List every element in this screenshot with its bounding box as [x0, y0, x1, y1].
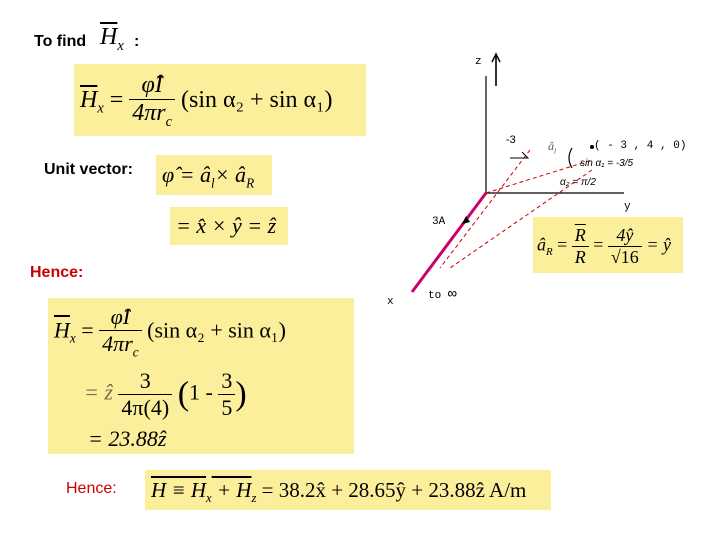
ar-num1: R	[571, 225, 589, 247]
right-angle-mark	[510, 151, 530, 159]
f2-rhs: (sin α₂ + sin α₁)	[147, 317, 286, 343]
f1-num: φ̂I	[129, 72, 176, 100]
formula-1: Hx = φ̂I 4πrc (sin α₂ + sin α₁)	[80, 72, 332, 131]
to-find-colon: :	[134, 33, 140, 50]
al-text: â	[548, 139, 554, 153]
f2-line3: = 23.88ẑ	[88, 426, 167, 451]
x-axis-label: x	[387, 296, 394, 308]
formula-box-2: Hx = φ̂I 4πrc (sin α₂ + sin α₁) = ẑ 3 4π…	[48, 298, 354, 454]
ar-lhs: â	[537, 234, 546, 255]
y-axis-label: y	[624, 201, 631, 213]
f1-eq: =	[109, 86, 124, 113]
f2-line2: = ẑ 3 4π(4) (1 - 3 5 )	[84, 368, 247, 421]
uv-expr: φ̂ = â	[162, 162, 212, 187]
final-sub-x: x	[206, 491, 212, 506]
final-rhs: = 38.2x̂ + 28.65ŷ + 23.88ẑ A/m	[256, 478, 527, 502]
current-arrow-head	[462, 216, 470, 224]
ar-num2: 4ŷ	[607, 225, 642, 247]
uv-sub2: R	[246, 175, 255, 191]
f1-den-text: 4πr	[132, 100, 166, 126]
f2-fraction: φ̂I 4πrc	[99, 304, 142, 360]
neg3-label: -3	[506, 134, 516, 146]
f2-lhs-sub: x	[69, 330, 76, 346]
final-box: H ≡ Hx + Hz = 38.2x̂ + 28.65ŷ + 23.88ẑ A…	[145, 470, 551, 510]
f2-den-text: 4πr	[102, 331, 133, 356]
final-plus: + H	[211, 478, 252, 502]
to-find-symbol: Hx	[100, 24, 124, 55]
guide-line-2	[439, 149, 531, 269]
f1-den: 4πrc	[129, 100, 175, 131]
ar-box: âR = R R = 4ŷ √16 = ŷ	[533, 217, 683, 273]
unit-vector-expr: φ̂ = âl× âR	[162, 162, 254, 191]
f2-den-sub: c	[132, 344, 139, 360]
final-sub-z: z	[251, 491, 257, 506]
f1-fraction: φ̂I 4πrc	[129, 72, 176, 131]
unit-vector-expr2: = x̂ × ŷ = ẑ	[176, 213, 277, 238]
ar-frac2: 4ŷ √16	[607, 225, 642, 268]
f1-lhs: H	[80, 86, 98, 113]
ar-expr: âR = R R = 4ŷ √16 = ŷ	[537, 225, 671, 268]
f1-rhs: (sin α₂ + sin α₁)	[181, 86, 333, 113]
ar-lhs-sub: R	[546, 246, 553, 259]
guide-line-3	[449, 169, 593, 269]
ar-den1: R	[574, 247, 586, 267]
angle-brace	[568, 147, 573, 169]
hx-sub: x	[117, 37, 124, 54]
current-line	[410, 192, 488, 293]
point-dot	[590, 145, 594, 149]
point-label: ( - 3 , 4 , 0)	[594, 140, 687, 152]
unit-vector-box: φ̂ = âl× âR	[156, 155, 272, 195]
z-arrow-head	[491, 52, 501, 63]
f1-lhs-sub: x	[97, 100, 104, 117]
uv-times: × â	[214, 162, 247, 187]
hx-symbol: H	[100, 24, 118, 50]
sin-alpha1-label: sin α₁ = -3/5	[580, 158, 634, 169]
to-infinity-label: to ∞	[428, 286, 457, 303]
hence-label-1: Hence:	[30, 264, 84, 281]
ar-rhs: = ŷ	[646, 234, 671, 255]
ar-frac1: R R	[571, 225, 589, 268]
z-axis-label: z	[475, 56, 482, 68]
f2-l2-den: 4π(4)	[121, 395, 170, 420]
current-label: 3A	[432, 216, 446, 228]
f2-l2-inner: 1 -	[189, 379, 213, 405]
f2-l2-eq: = ẑ	[84, 379, 113, 405]
final-lhs: H ≡ H	[151, 478, 207, 502]
f1-den-sub: c	[165, 113, 173, 130]
unit-vector-label: Unit vector:	[44, 161, 133, 178]
hence-label-2: Hence:	[66, 480, 117, 497]
guide-line-1	[485, 159, 593, 194]
f2-num: φ̂I	[99, 304, 142, 331]
f2-den: 4πrc	[99, 331, 141, 360]
ar-eq2: =	[593, 234, 604, 255]
f2-lhs: H	[54, 317, 70, 343]
ar-den2: √16	[610, 247, 639, 267]
f2-l2-fraction: 3 4π(4)	[118, 368, 173, 421]
uv-sub1: l	[211, 175, 215, 191]
f2-l2-rparen: )	[235, 375, 247, 413]
f2-l2-inner-den: 5	[221, 395, 233, 420]
al-label: âl	[548, 139, 556, 155]
f2-l2-inner-fraction: 3 5	[218, 368, 236, 421]
f2-l2-inner-num: 3	[218, 368, 236, 395]
f2-eq: =	[81, 317, 94, 343]
al-sub: l	[554, 147, 556, 156]
alpha2-label: α₂ = π/2	[560, 177, 596, 188]
final-expr: H ≡ Hx + Hz = 38.2x̂ + 28.65ŷ + 23.88ẑ A…	[151, 478, 526, 506]
to-find-label: To find	[34, 33, 86, 51]
to-find-text: To find	[34, 33, 87, 50]
formula-box-1: Hx = φ̂I 4πrc (sin α₂ + sin α₁)	[74, 64, 366, 136]
f2-line1: Hx = φ̂I 4πrc (sin α₂ + sin α₁)	[54, 304, 286, 360]
f2-l2-lparen: (	[177, 375, 190, 413]
infinity-symbol: ∞	[447, 286, 457, 303]
ar-eq1: =	[557, 234, 568, 255]
f2-l2-num: 3	[118, 368, 173, 395]
unit-vector-box-2: = x̂ × ŷ = ẑ	[170, 207, 288, 245]
to-text: to	[428, 290, 442, 302]
